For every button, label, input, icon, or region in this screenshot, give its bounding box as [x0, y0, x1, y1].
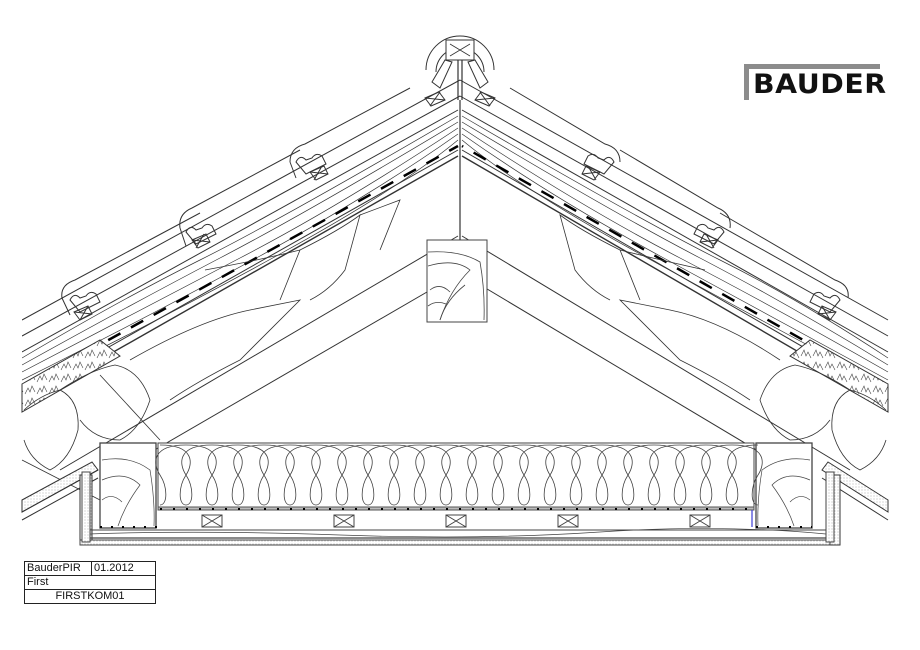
ridge-cap — [425, 35, 495, 240]
mineral-wool-loops — [155, 444, 763, 506]
roof-tile-left — [61, 87, 446, 321]
logo-text: BAUDER — [753, 69, 887, 100]
drawing-date: 01.2012 — [94, 562, 134, 574]
roof-tile-right — [474, 87, 849, 321]
ridge-purlin — [426, 239, 488, 323]
drawing-code: FIRSTKOM01 — [55, 590, 125, 602]
title-block-row-1: BauderPIR 01.2012 — [25, 562, 155, 576]
logo-bar-left — [744, 64, 749, 100]
bauder-logo: BAUDER — [744, 64, 886, 100]
title-block-row-2: First — [25, 576, 155, 590]
title-block-row-3: FIRSTKOM01 — [25, 590, 155, 603]
pir-insulation-left — [21, 339, 121, 413]
detail-name: First — [27, 576, 49, 588]
ceiling-joist-assembly — [79, 442, 835, 546]
ceiling-battens — [201, 514, 711, 528]
right-roof-slope — [459, 79, 889, 546]
title-block: BauderPIR 01.2012 First FIRSTKOM01 — [24, 561, 156, 604]
logo-bar-top — [744, 64, 880, 69]
left-roof-slope — [22, 79, 461, 471]
product-name: BauderPIR — [25, 562, 92, 575]
